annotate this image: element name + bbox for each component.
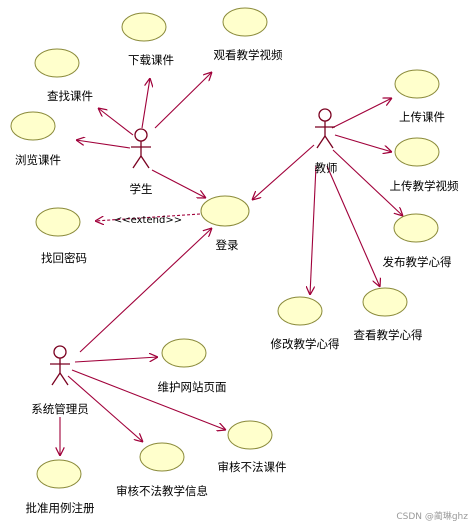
svg-text:审核不法教学信息: 审核不法教学信息 — [116, 484, 208, 498]
assoc-admin-maintain — [74, 357, 158, 363]
actor-admin-label: 系统管理员 — [31, 402, 89, 416]
svg-text:修改教学心得: 修改教学心得 — [271, 337, 340, 351]
svg-text:浏览课件: 浏览课件 — [15, 153, 61, 167]
svg-text:上传教学视频: 上传教学视频 — [390, 179, 459, 193]
svg-text:观看教学视频: 观看教学视频 — [214, 48, 283, 62]
use-case-publish-notes: 发布教学心得 — [383, 213, 452, 269]
use-case-login: 登录 — [200, 195, 250, 252]
use-case-search: 查找课件 — [34, 48, 93, 103]
actor-student: 学生 — [130, 128, 153, 196]
use-case-recover-password: 找回密码 — [35, 207, 87, 265]
assoc-teacher-publish — [332, 149, 403, 216]
actor-admin: 系统管理员 — [31, 345, 89, 416]
assoc-student-browse — [76, 140, 131, 149]
assoc-teacher-edit — [310, 165, 317, 295]
svg-text:查看教学心得: 查看教学心得 — [354, 328, 423, 342]
watermark: CSDN @蔺琳ghz — [396, 510, 468, 522]
extend-stereotype-label: <<extend>> — [114, 215, 182, 226]
extend-login-recover — [95, 213, 201, 221]
svg-text:审核不法课件: 审核不法课件 — [218, 460, 287, 474]
associations — [60, 72, 403, 456]
assoc-admin-login — [79, 228, 212, 353]
assoc-teacher-login — [252, 144, 315, 200]
use-case-view-notes: 查看教学心得 — [354, 287, 423, 342]
assoc-admin-review-courseware — [71, 369, 226, 430]
svg-text:维护网站页面: 维护网站页面 — [158, 380, 227, 394]
assoc-student-watch-video — [154, 72, 212, 129]
assoc-student-login — [151, 169, 206, 198]
svg-text:下载课件: 下载课件 — [128, 53, 174, 67]
use-case-edit-notes: 修改教学心得 — [271, 296, 340, 351]
actor-teacher-label: 教师 — [315, 161, 338, 175]
use-case-download: 下载课件 — [121, 12, 174, 67]
svg-text:批准用例注册: 批准用例注册 — [26, 501, 95, 515]
use-case-upload-video: 上传教学视频 — [390, 137, 459, 193]
use-case-maintain-site: 维护网站页面 — [158, 338, 227, 394]
use-case-browse: 浏览课件 — [10, 111, 61, 167]
svg-text:登录: 登录 — [216, 238, 239, 252]
assoc-teacher-upload-video — [334, 134, 392, 152]
assoc-teacher-view — [326, 165, 380, 287]
svg-text:上传课件: 上传课件 — [399, 110, 445, 124]
svg-text:查找课件: 查找课件 — [47, 89, 93, 103]
assoc-student-search — [98, 108, 134, 136]
actor-student-label: 学生 — [130, 182, 153, 196]
use-case-review-courseware: 审核不法课件 — [218, 420, 287, 474]
svg-text:发布教学心得: 发布教学心得 — [383, 255, 452, 269]
assoc-admin-review-info — [67, 375, 143, 442]
use-case-approve-users: 批准用例注册 — [26, 459, 95, 515]
svg-text:找回密码: 找回密码 — [41, 251, 87, 265]
use-case-watch-video: 观看教学视频 — [214, 7, 283, 62]
use-case-upload-courseware: 上传课件 — [394, 69, 445, 124]
assoc-student-download — [141, 78, 150, 129]
use-case-review-info: 审核不法教学信息 — [116, 442, 208, 498]
assoc-teacher-upload-courseware — [331, 98, 392, 129]
actor-teacher: 教师 — [315, 108, 338, 175]
